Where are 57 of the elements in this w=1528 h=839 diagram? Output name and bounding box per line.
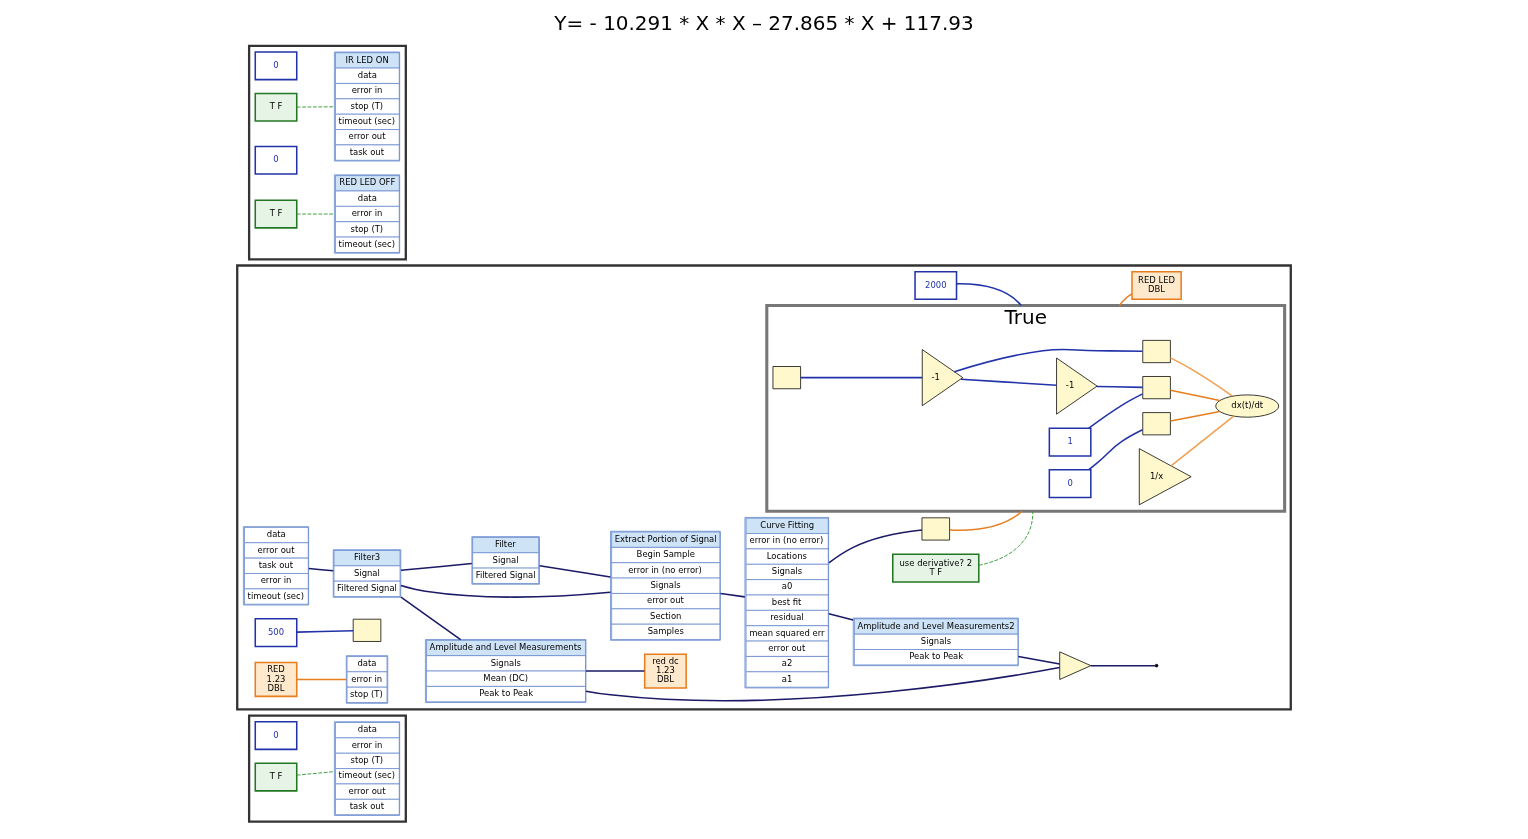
node-box: 0 (254, 51, 298, 81)
connector (1169, 357, 1234, 397)
connector (719, 592, 746, 598)
node-box: 500 (254, 618, 298, 648)
connector (1095, 385, 1144, 389)
cluster (247, 44, 407, 261)
node-box: T F (254, 199, 298, 229)
node-triangle (1059, 651, 1092, 680)
cluster (236, 264, 1292, 711)
diagram-title: Y= - 10.291 * X * X – 27.865 * X + 117.93 (554, 11, 974, 36)
node-box (772, 366, 801, 390)
connector (949, 510, 1023, 531)
node-box: RED 1.23 DBL (254, 661, 298, 698)
connector (955, 283, 1023, 307)
connector (400, 596, 462, 641)
connector (585, 670, 646, 672)
connector (308, 567, 334, 572)
node-box: RED LED DBL (1131, 270, 1182, 301)
connector (296, 213, 335, 215)
node-box (1142, 376, 1171, 400)
node-ellipse: dx(t)/dt (1215, 394, 1280, 418)
connector (1169, 389, 1221, 402)
connector (1088, 393, 1144, 429)
connector (1169, 410, 1221, 422)
connector (585, 666, 1061, 702)
cluster (247, 714, 407, 823)
node-box: 1 (1048, 427, 1092, 457)
connector (400, 562, 473, 572)
connector (960, 378, 1058, 387)
node-box: 0 (254, 720, 298, 751)
node-box (352, 618, 382, 642)
connector (296, 678, 347, 681)
node-box (921, 517, 950, 541)
node-box (1142, 340, 1171, 364)
node-box: use derivative? 2 T F (892, 553, 980, 583)
connector (1090, 664, 1156, 667)
connector (978, 510, 1034, 566)
connector (1170, 415, 1235, 467)
connector (1088, 428, 1144, 471)
connector (828, 612, 854, 621)
connector (953, 348, 1144, 373)
node-box: T F (254, 762, 298, 792)
node-box: 0 (254, 145, 298, 175)
connector (296, 106, 335, 108)
connector (1118, 293, 1133, 307)
node-box: T F (254, 92, 298, 122)
connector (296, 771, 335, 776)
node-box (1142, 412, 1171, 436)
connector (538, 565, 612, 578)
connector (400, 584, 612, 598)
connector (828, 529, 923, 564)
connector (1017, 655, 1061, 665)
node-box: 2000 (914, 270, 958, 301)
connector (799, 376, 923, 379)
node-box: 0 (1048, 469, 1092, 499)
node-box: red dc 1.23 DBL (643, 653, 687, 689)
connector (296, 629, 354, 633)
